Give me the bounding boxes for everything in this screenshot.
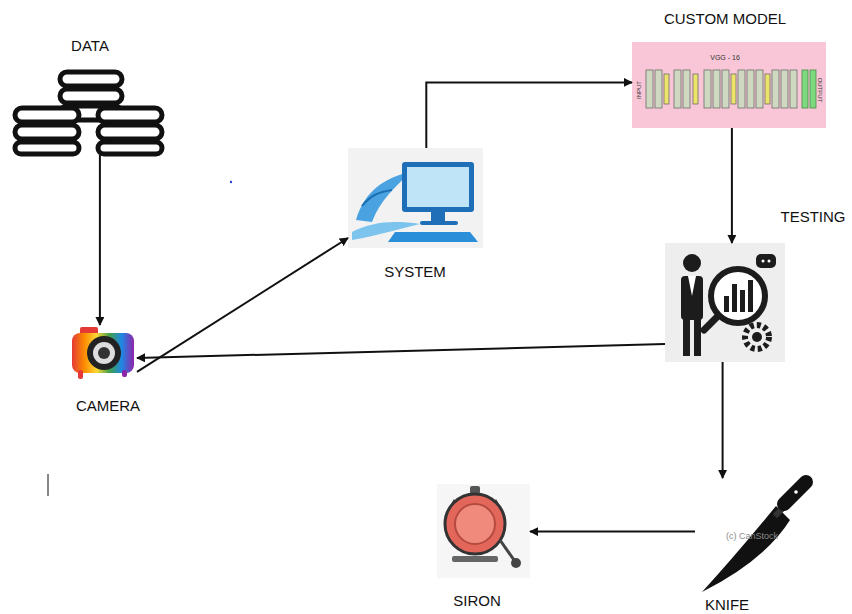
flow-arrow: [722, 362, 724, 478]
flow-arrow: [530, 531, 695, 533]
flow-arrow: [426, 82, 632, 148]
node-label: DATA: [71, 37, 109, 54]
model-caption: VGG - 16: [710, 54, 740, 61]
flow-arrow: [731, 128, 733, 243]
computer-icon: [348, 148, 483, 248]
node-label: SIRON: [453, 592, 501, 609]
camera-node: CAMERA: [70, 325, 137, 380]
system-node: SYSTEM: [348, 148, 483, 248]
watermark: (c) CanStock: [726, 531, 778, 541]
flow-arrow: [137, 238, 348, 372]
database-icon: [15, 72, 162, 154]
flow-arrow: [137, 344, 665, 358]
knife-icon: [702, 482, 806, 592]
analyst-icon: [665, 243, 785, 362]
output-tag: OUTPUT: [817, 78, 823, 103]
node-label: CAMERA: [76, 397, 140, 414]
node-label: KNIFE: [705, 596, 749, 613]
alarm-bell-icon: [437, 484, 530, 578]
flow-arrow: [99, 155, 101, 325]
text-cursor: [48, 474, 49, 496]
vgg-model-diagram: [632, 42, 826, 128]
testing-node: TESTING: [665, 243, 785, 362]
node-label: SYSTEM: [384, 263, 446, 280]
siren-node: SIRON: [437, 484, 530, 578]
input-tag: INPUT: [636, 81, 642, 99]
camera-icon: [72, 327, 134, 379]
stray-dot: [230, 181, 232, 183]
data-store: DATA: [10, 65, 165, 155]
node-label: CUSTOM MODEL: [664, 10, 786, 27]
node-label: TESTING: [780, 208, 845, 225]
